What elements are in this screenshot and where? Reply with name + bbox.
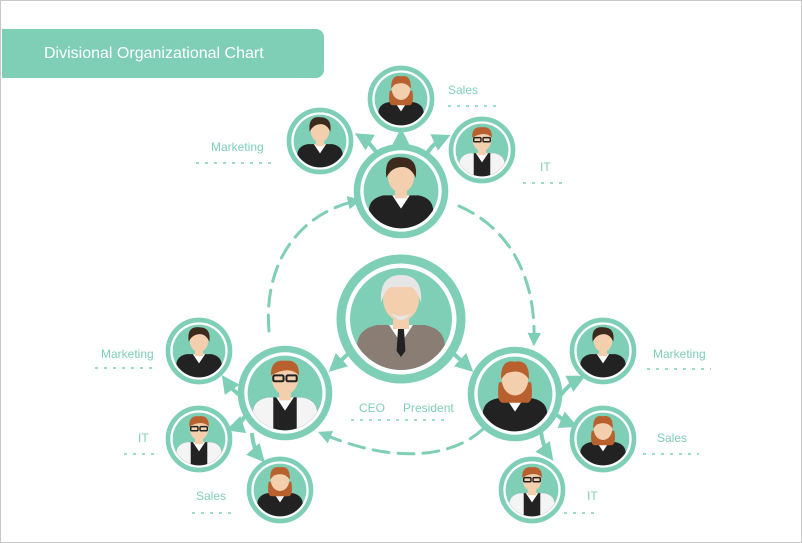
- label-president: President: [403, 401, 454, 415]
- label-left-it: IT: [138, 431, 149, 445]
- link-right-sales: [555, 411, 578, 429]
- label-top-it: IT: [540, 160, 551, 174]
- left-marketing-avatar: [165, 317, 233, 385]
- label-right-it: IT: [587, 489, 598, 503]
- ceo-arrow-left: [328, 351, 351, 372]
- division-head-top-avatar: [353, 143, 449, 239]
- ceo-arrow-right: [451, 351, 474, 372]
- label-left-sales: Sales: [196, 489, 226, 503]
- label-right-sales: Sales: [657, 431, 687, 445]
- link-left-sales: [246, 432, 265, 463]
- ceo-avatar: [336, 254, 466, 384]
- division-head-left-avatar: [237, 345, 333, 441]
- cycle-arrow-top-to-right: [457, 204, 542, 347]
- left-it-avatar: [165, 405, 233, 473]
- ceo-links: [328, 351, 474, 372]
- link-left-it: [226, 414, 247, 434]
- link-top-it: [424, 134, 451, 157]
- link-right-marketing: [558, 375, 586, 398]
- top-it-avatar: [448, 116, 516, 184]
- page-title: Divisional Organizational Chart: [44, 45, 264, 62]
- label-ceo: CEO: [359, 401, 385, 415]
- division-cycle: [266, 196, 542, 456]
- label-right-marketing: Marketing: [653, 347, 706, 361]
- link-right-it: [535, 430, 554, 461]
- label-top-sales: Sales: [448, 83, 478, 97]
- top-sales-avatar: [367, 65, 435, 133]
- label-left-marketing: Marketing: [101, 347, 154, 361]
- top-marketing-avatar: [286, 107, 354, 175]
- right-it-avatar: [498, 456, 566, 524]
- cycle-arrow-right-to-left: [318, 427, 485, 456]
- cycle-arrow-left-to-top: [266, 196, 362, 333]
- right-marketing-avatar: [569, 317, 637, 385]
- label-underlines: [95, 105, 711, 514]
- right-sales-avatar: [569, 405, 637, 473]
- role-labels: Marketing Sales IT Marketing IT Sales Ma…: [101, 83, 706, 503]
- label-top-marketing: Marketing: [211, 140, 264, 154]
- title-banner: [2, 29, 324, 78]
- left-sales-avatar: [246, 456, 314, 524]
- division-head-right-avatar: [467, 346, 563, 442]
- avatars: [165, 65, 637, 524]
